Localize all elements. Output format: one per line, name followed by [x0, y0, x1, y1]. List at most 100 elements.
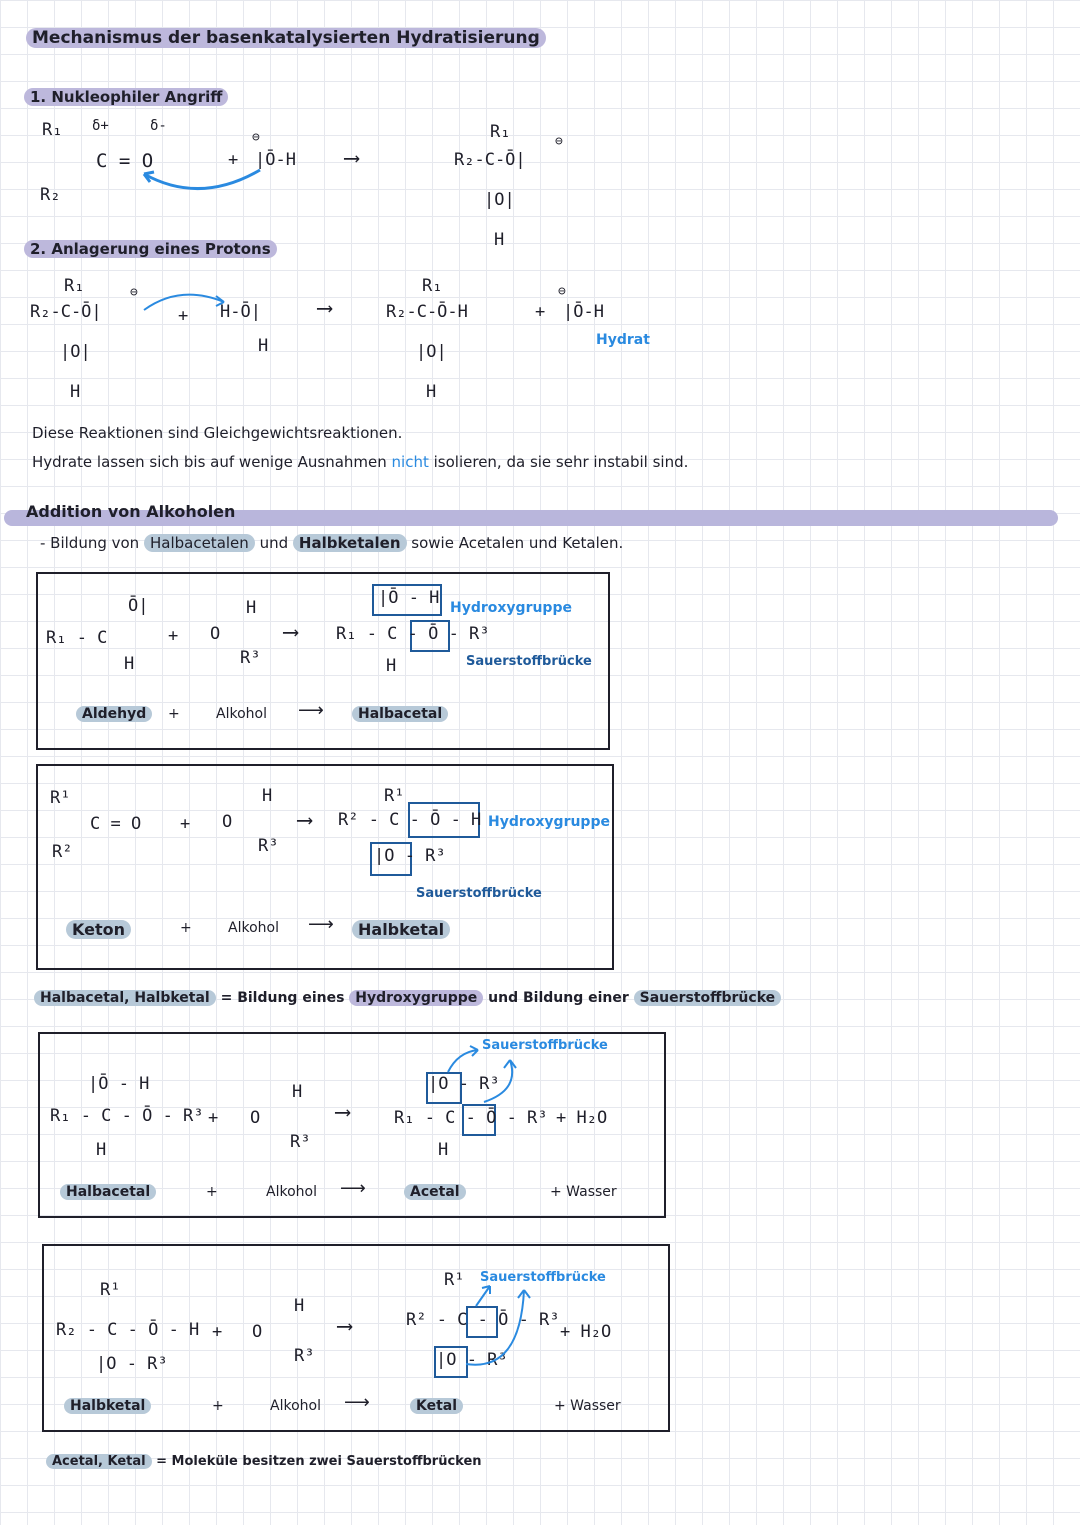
box2-r2: R² — [52, 842, 73, 862]
step2-reactant-h: H — [70, 382, 81, 402]
box1-label-plus: + — [168, 706, 180, 722]
box4-reactant-top: R¹ — [100, 1280, 121, 1300]
box3-product-mid: R₁ - C - Ō - R³ — [394, 1108, 548, 1128]
box1-hydroxy-highlight — [372, 584, 442, 616]
box4-bridge-highlight-1 — [466, 1306, 498, 1338]
box4-label-alkohol: Alkohol — [270, 1398, 321, 1414]
section2-heading: Addition von Alkoholen — [26, 502, 236, 521]
step2-reactant-r1: R₁ — [64, 276, 85, 296]
box2-alcohol-h: H — [262, 786, 273, 806]
box3-bridge-highlight-1 — [426, 1072, 462, 1104]
box3-product-top: |O - R³ — [428, 1074, 500, 1094]
box3-product-h: H — [438, 1140, 449, 1160]
box2-label-arrow: ⟶ — [308, 914, 334, 935]
step1-r1: R₁ — [42, 120, 63, 140]
step2-hydroxide: |Ō-H — [563, 302, 604, 322]
step1-reaction-arrow: ⟶ — [345, 146, 359, 171]
box1-hydroxygruppe: Hydroxygruppe — [450, 600, 572, 616]
box2-label-plus: + — [180, 920, 192, 936]
box4-product-top: R¹ — [444, 1270, 465, 1290]
box2-arrow: ⟶ — [298, 808, 312, 833]
step2-product-mid: R₂-C-Ō-H — [386, 302, 468, 322]
box3-water: + H₂O — [556, 1108, 608, 1128]
box2-label-alkohol: Alkohol — [228, 920, 279, 936]
box2-label-halbketal: Halbketal — [352, 920, 451, 939]
step1-product-r1: R₁ — [490, 122, 511, 142]
acetal-reaction-box — [38, 1032, 666, 1218]
step2-charge-icon: ⊖ — [130, 285, 138, 300]
box1-plus: + — [168, 626, 179, 646]
ketal-reaction-box — [42, 1244, 670, 1432]
step2-reactant-oh: |O| — [60, 342, 91, 362]
box1-label-halbacetal: Halbacetal — [352, 706, 449, 722]
box1-aldehyde-h: H — [124, 654, 135, 674]
note-line1: Diese Reaktionen sind Gleichgewichtsreak… — [32, 424, 403, 442]
box3-label-arrow: ⟶ — [340, 1178, 366, 1199]
step2-plus: + — [178, 306, 189, 326]
box4-label-halbketal: Halbketal — [64, 1398, 152, 1414]
box1-label-alkohol: Alkohol — [216, 706, 267, 722]
box2-label-keton: Keton — [66, 920, 131, 939]
box3-label-wasser: + Wasser — [550, 1184, 617, 1200]
box4-arrow: ⟶ — [338, 1314, 352, 1339]
step1-r2: R₂ — [40, 185, 61, 205]
note-line2: Hydrate lassen sich bis auf wenige Ausna… — [32, 453, 689, 471]
box4-reactant-mid: R₂ - C - Ō - H — [56, 1320, 200, 1340]
box2-product-top: R¹ — [384, 786, 405, 806]
box2-sauerstoffbruecke: Sauerstoffbrücke — [416, 886, 542, 901]
step2-reaction-arrow: ⟶ — [318, 296, 332, 321]
box4-label-plus: + — [212, 1398, 224, 1414]
step1-product-mid: R₂-C-Ō| — [454, 150, 526, 170]
box1-aldehyde-left: R₁ - C — [46, 628, 108, 648]
halbacetal-reaction-box — [36, 572, 610, 750]
box3-alcohol-r: R³ — [290, 1132, 311, 1152]
box2-r1: R¹ — [50, 788, 71, 808]
box2-product-bottom: |O - R³ — [374, 846, 446, 866]
section2-bullet: - Bildung von Halbacetalen und Halbketal… — [40, 534, 624, 552]
note-nicht: nicht — [391, 453, 429, 471]
box3-bridge-highlight-2 — [462, 1104, 496, 1136]
box4-alcohol-h: H — [294, 1296, 305, 1316]
hydroxide-charge-icon: ⊖ — [558, 284, 566, 299]
box2-hydroxygruppe: Hydroxygruppe — [488, 814, 610, 830]
summary2: Acetal, Ketal = Moleküle besitzen zwei S… — [46, 1454, 482, 1469]
box3-bridge-arrows-icon — [447, 1045, 517, 1103]
box3-arrow: ⟶ — [336, 1100, 350, 1125]
term-halbacetalen: Halbacetalen — [143, 534, 255, 552]
step1-product-oh: |O| — [484, 190, 515, 210]
step1-nucleophile: |Ō-H — [255, 150, 296, 170]
box2-product-mid: R² - C - Ō - H — [338, 810, 482, 830]
box1-product-mid: R₁ - C - Ō - R³ — [336, 624, 490, 644]
box4-alcohol-r: R³ — [294, 1346, 315, 1366]
step2-product-h: H — [426, 382, 437, 402]
box4-product-bottom: |O - R³ — [436, 1350, 508, 1370]
box4-label-ketal: Ketal — [410, 1398, 464, 1414]
box1-label-aldehyd: Aldehyd — [76, 706, 153, 722]
box4-label-wasser: + Wasser — [554, 1398, 621, 1414]
box3-label-plus: + — [206, 1184, 218, 1200]
box3-reactant-h: H — [96, 1140, 107, 1160]
box3-reactant-top: |Ō - H — [88, 1074, 150, 1094]
box3-plus: + — [208, 1108, 219, 1128]
box4-alcohol-o: O — [252, 1322, 263, 1342]
term-halbketalen: Halbketalen — [292, 534, 407, 552]
charge-minus-icon: ⊖ — [252, 130, 260, 145]
box1-alcohol-h: H — [246, 598, 257, 618]
box4-sauerstoffbruecke: Sauerstoffbrücke — [480, 1270, 606, 1285]
step2-water: H-Ō| — [220, 302, 261, 322]
step1-plus: + — [228, 150, 239, 170]
step1-carbonyl: C = O — [96, 150, 154, 172]
box3-reactant-mid: R₁ - C - Ō - R³ — [50, 1106, 204, 1126]
box4-label-arrow: ⟶ — [344, 1392, 370, 1413]
step2-water-h: H — [258, 336, 269, 356]
summary1: Halbacetal, Halbketal = Bildung eines Hy… — [34, 990, 782, 1006]
delta-minus: δ- — [150, 118, 167, 134]
box3-label-halbacetal: Halbacetal — [60, 1184, 157, 1200]
nucleophilic-attack-arrow-icon — [142, 168, 261, 190]
page-title: Mechanismus der basenkatalysierten Hydra… — [26, 28, 546, 48]
box2-alcohol-o: O — [222, 812, 233, 832]
step1-heading: 1. Nukleophiler Angriff — [24, 88, 229, 106]
halbketal-reaction-box — [36, 764, 614, 970]
step2-reactant-mid: R₂-C-Ō| — [30, 302, 102, 322]
box3-label-alkohol: Alkohol — [266, 1184, 317, 1200]
